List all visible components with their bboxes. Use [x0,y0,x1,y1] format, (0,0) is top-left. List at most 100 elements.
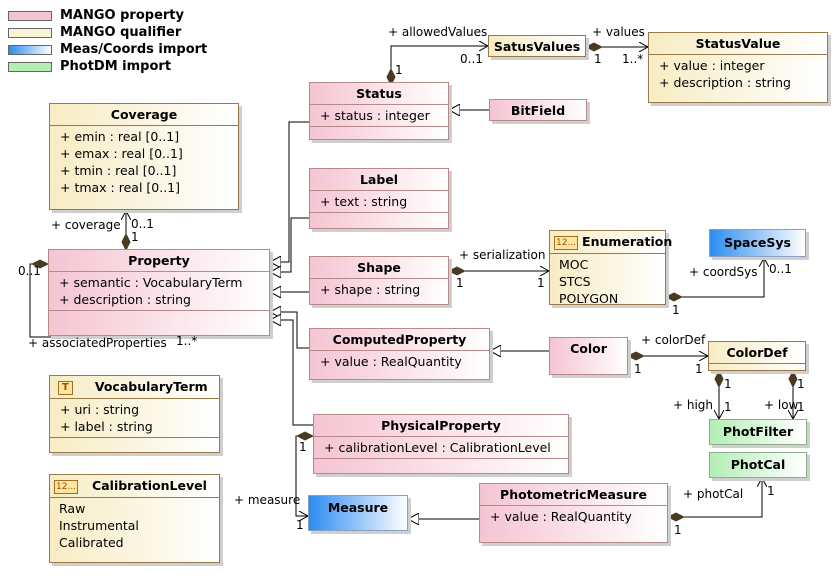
class-name: VocabularyTerm [94,379,208,394]
legend-label: PhotDM import [60,59,172,74]
class-measure[interactable]: Measure [308,495,408,531]
multiplicity-label: 1..* [622,52,644,66]
legend-swatch [8,45,52,55]
attribute: + emax : real [0..1] [60,146,183,161]
role-label: + low [764,398,799,412]
class-name: ColorDef [709,342,805,364]
class-status[interactable]: Status + status : integer [309,82,449,140]
enum-literal: Raw [59,500,86,516]
class-name: Enumeration [582,234,673,249]
attribute: + description : string [659,75,791,90]
multiplicity-label: 1 [724,377,732,391]
role-label: + photCal [683,487,744,501]
assoc-physical-measure [295,436,313,516]
multiplicity-label: 1 [674,523,682,537]
class-shape[interactable]: Shape + shape : string [309,256,449,305]
class-name: Coverage [50,104,238,126]
multiplicity-label: 1 [131,230,139,244]
class-coverage[interactable]: Coverage + emin : real [0..1] + emax : r… [49,103,239,210]
multiplicity-label: 1 [724,400,732,414]
attribute: + value : RealQuantity [490,509,632,524]
enumeration-stereotype-icon: 12... [54,479,79,494]
multiplicity-label: 1 [537,276,545,290]
attribute: + shape : string [320,282,421,297]
role-label: + serialization [459,248,546,262]
class-name: Measure [327,500,389,515]
class-name: Property [49,250,269,272]
class-calibration-level[interactable]: 12...CalibrationLevel Raw Instrumental C… [49,474,220,563]
class-property[interactable]: Property + semantic : VocabularyTerm + d… [48,249,270,336]
multiplicity-label: 1 [296,518,304,532]
assoc-status-satusvalues [391,46,488,85]
class-name: Shape [310,257,448,279]
gen-label-property [270,217,309,272]
legend-swatch [8,62,52,72]
class-label[interactable]: Label + text : string [309,168,449,229]
class-name: SpaceSys [724,235,791,250]
assoc-enumeration-spacesys [666,258,764,297]
multiplicity-label: 0..1 [18,264,41,278]
multiplicity-label: 1 [594,52,602,66]
class-name: BitField [510,103,566,118]
multiplicity-label: 0..1 [460,52,483,66]
class-physical-property[interactable]: PhysicalProperty + calibrationLevel : Ca… [313,414,569,474]
role-label: + coverage [51,218,121,232]
enum-literal: STCS [559,273,591,289]
attribute: + value : RealQuantity [320,354,462,369]
enum-literal: Calibrated [59,534,124,550]
multiplicity-label: 1 [299,440,307,454]
gen-computed-property [270,312,309,349]
class-color[interactable]: Color [549,337,628,375]
gen-status-property [270,121,309,262]
class-name: Label [310,169,448,191]
role-label: + associatedProperties [28,336,167,350]
legend-swatch [8,11,52,21]
class-photometric-measure[interactable]: PhotometricMeasure + value : RealQuantit… [479,483,668,543]
role-label: + values [592,25,645,39]
class-photcal[interactable]: PhotCal [709,452,807,478]
class-satus-values[interactable]: SatusValues [488,35,586,57]
multiplicity-label: 1 [634,362,642,376]
class-name: PhotometricMeasure [480,484,667,506]
class-spacesys[interactable]: SpaceSys [709,229,806,257]
class-name: SatusValues [493,39,581,54]
class-photfilter[interactable]: PhotFilter [709,419,807,445]
multiplicity-label: 1 [456,276,464,290]
role-label: + measure [234,493,301,507]
legend-swatch [8,28,52,38]
legend-label: MANGO qualifier [60,25,182,40]
multiplicity-label: 0..1 [131,217,154,231]
multiplicity-label: 1 [695,362,703,376]
enum-literal: POLYGON [559,290,619,306]
class-name: PhotFilter [722,424,794,439]
class-status-value[interactable]: StatusValue + value : integer + descript… [648,32,828,103]
attribute: + label : string [60,418,153,434]
attribute: + tmax : real [0..1] [60,180,181,195]
role-label: + colorDef [641,333,706,347]
class-name: Color [570,341,607,356]
enum-literal: MOC [559,256,589,272]
attribute: + status : integer [320,108,430,123]
class-name: StatusValue [649,33,827,55]
class-colordef[interactable]: ColorDef [708,341,806,371]
class-name: ComputedProperty [310,329,489,351]
attribute: + text : string [320,194,408,209]
multiplicity-label: 1..* [176,334,198,348]
multiplicity-label: 0..1 [769,262,792,276]
assoc-photmeasure-photcal [668,478,762,517]
type-stereotype-icon: T [58,380,73,395]
role-label: + allowedValues [388,25,488,39]
attribute: + value : integer [659,58,765,73]
role-label: + coordSys [689,265,758,279]
enumeration-stereotype-icon: 12... [554,235,579,250]
class-enumeration[interactable]: 12...Enumeration MOC STCS POLYGON [549,230,672,306]
legend-label: Meas/Coords import [60,42,208,57]
class-bitfield[interactable]: BitField [489,99,587,121]
attribute: + semantic : VocabularyTerm [59,275,243,290]
class-name: PhysicalProperty [314,415,568,437]
legend-label: MANGO property [60,8,184,23]
attribute: + uri : string [60,401,140,417]
class-computed-property[interactable]: ComputedProperty + value : RealQuantity [309,328,490,380]
class-vocabulary-term[interactable]: T VocabularyTerm + uri : string + label :… [49,375,220,453]
